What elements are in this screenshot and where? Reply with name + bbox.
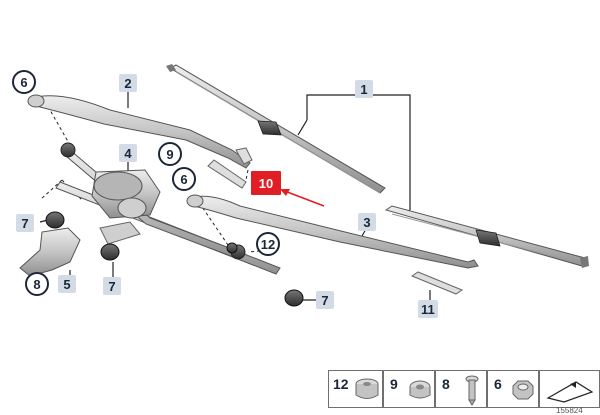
callout-1[interactable]: 1 xyxy=(355,80,373,98)
callout-5[interactable]: 5 xyxy=(58,275,76,293)
callout-8[interactable]: 8 xyxy=(25,272,49,296)
callout-6-left[interactable]: 6 xyxy=(12,70,36,94)
bracket xyxy=(19,227,81,277)
callout-9[interactable]: 9 xyxy=(158,142,182,166)
callout-10[interactable]: 10 xyxy=(251,171,281,195)
callout-7-right[interactable]: 7 xyxy=(316,291,334,309)
wiper-blade-lower xyxy=(384,205,589,268)
cover-10 xyxy=(207,159,247,189)
legend-number: 6 xyxy=(494,376,502,392)
screw-icon xyxy=(465,375,479,406)
highlight-arrow xyxy=(280,189,325,207)
bushing-7c xyxy=(284,289,304,307)
legend-number: 12 xyxy=(333,376,349,392)
callout-7-middle[interactable]: 7 xyxy=(103,277,121,295)
wiper-linkage xyxy=(55,142,281,275)
callout-3[interactable]: 3 xyxy=(358,213,376,231)
shim-icon xyxy=(546,381,594,403)
bushing-7b xyxy=(100,243,120,261)
bushing-icon xyxy=(409,380,431,399)
legend-item-6[interactable]: 6 xyxy=(487,370,539,408)
callout-6-right[interactable]: 6 xyxy=(172,167,196,191)
cover-11 xyxy=(410,271,464,295)
wiper-arm-left xyxy=(27,94,251,169)
wiper-arm-right xyxy=(186,194,479,269)
callout-2[interactable]: 2 xyxy=(119,74,137,92)
nut-icon xyxy=(355,378,379,399)
wiper-blade-upper xyxy=(166,64,386,194)
diagram-number: 155824 xyxy=(556,406,583,415)
legend-number: 9 xyxy=(390,376,398,392)
legend-item-9[interactable]: 9 xyxy=(383,370,435,408)
legend-item-8[interactable]: 8 xyxy=(435,370,487,408)
callout-4[interactable]: 4 xyxy=(119,144,137,162)
callout-12[interactable]: 12 xyxy=(256,232,280,256)
bushing-7a xyxy=(45,211,65,229)
callout-7-left[interactable]: 7 xyxy=(16,214,34,232)
legend-number: 8 xyxy=(442,376,450,392)
hex-nut-icon xyxy=(512,380,534,400)
legend-item-12[interactable]: 12 xyxy=(328,370,383,408)
legend-item-shim[interactable] xyxy=(539,370,600,408)
callout-11[interactable]: 11 xyxy=(418,300,438,318)
